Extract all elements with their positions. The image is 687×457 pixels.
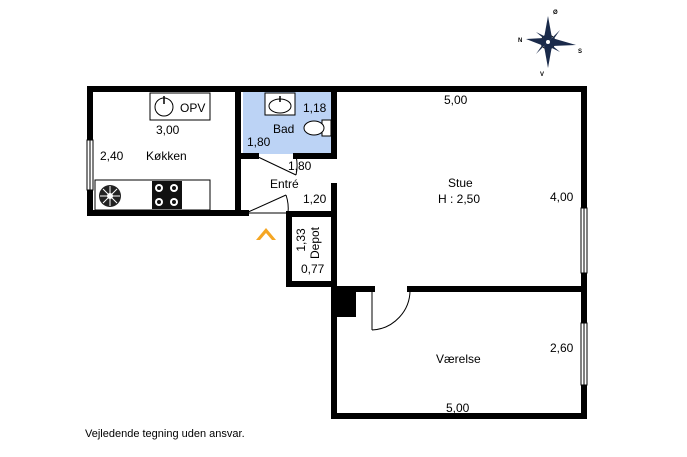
kitchen-opv-label: OPV: [180, 101, 205, 115]
entrance-arrow-icon: [256, 228, 276, 240]
walls: [87, 86, 587, 419]
living-length: 5,00: [444, 93, 468, 107]
disclaimer-text: Vejledende tegning uden ansvar.: [85, 428, 245, 440]
living-name: Stue: [448, 176, 473, 190]
bath-depth: 1,80: [247, 135, 271, 149]
hall-name: Entré: [270, 177, 299, 191]
kitchen-counter: [94, 92, 211, 211]
fan-icon: [99, 185, 121, 207]
windows: [86, 139, 588, 386]
compass-west-label: V: [540, 72, 544, 78]
compass-south-label: S: [578, 49, 582, 55]
sink-icon: [154, 96, 174, 117]
kitchen-name: Køkken: [146, 149, 187, 163]
bedroom-length: 5,00: [446, 401, 470, 415]
kitchen-length: 3,00: [156, 123, 180, 137]
depot-length: 1,33: [294, 228, 308, 252]
washbasin-icon: [264, 92, 296, 116]
depot-name: Depot: [308, 226, 322, 259]
kitchen-width: 2,40: [100, 149, 124, 163]
compass-east-label: Ø: [553, 10, 558, 16]
bath-name: Bad: [273, 122, 294, 136]
compass-rose-icon: [526, 16, 576, 68]
bedroom-name: Værelse: [436, 352, 481, 366]
living-width: 4,00: [550, 190, 574, 204]
wall-column: [331, 289, 356, 317]
doors: [245, 155, 411, 331]
depot-width: 0,77: [301, 262, 325, 276]
compass-north-label: N: [518, 38, 522, 44]
hall-length: 1,80: [288, 159, 312, 173]
toilet-icon: [303, 119, 332, 137]
stove-icon: [152, 181, 182, 209]
bedroom-width: 2,60: [550, 341, 574, 355]
hall-width: 1,20: [303, 192, 327, 206]
bath-width: 1,18: [303, 101, 327, 115]
living-height: H : 2,50: [438, 192, 480, 206]
